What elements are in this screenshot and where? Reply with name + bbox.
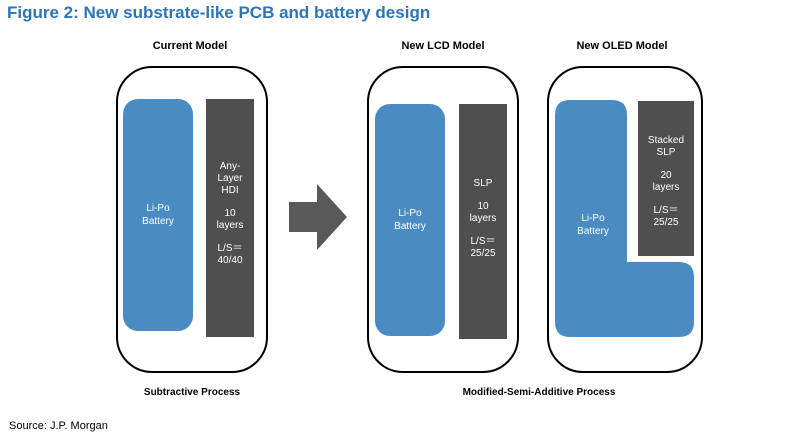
pcb-ls-value: 25/25 (653, 217, 679, 228)
pcb-type-line1: Stacked (647, 135, 685, 146)
oled-battery-label: Li-Po Battery (565, 212, 621, 238)
pcb-type-line2: SLP (656, 147, 676, 158)
pcb-layers-count: 10 (477, 201, 489, 212)
figure-title: Figure 2: New substrate-like PCB and bat… (7, 3, 431, 22)
pcb-type-line2: Layer (217, 173, 243, 184)
oled-model-pcb: Stacked SLP 20 layers L/S＝ 25/25 (638, 101, 694, 256)
current-model-label: Current Model (152, 40, 228, 52)
battery-label-line2: Battery (142, 216, 174, 227)
pcb-type-line1: Any- (219, 161, 241, 172)
lcd-model-pcb: SLP 10 layers L/S＝ 25/25 (459, 104, 507, 339)
pcb-ls-value: 25/25 (470, 248, 496, 259)
battery-label-line1: Li-Po (146, 203, 170, 214)
pcb-ls-value: 40/40 (217, 255, 243, 266)
pcb-layers-count: 20 (660, 170, 672, 181)
lcd-model-label: New LCD Model (401, 40, 485, 52)
source-note: Source: J.P. Morgan (9, 420, 108, 432)
subtractive-process-caption: Subtractive Process (143, 387, 241, 398)
current-model-battery: Li-Po Battery (123, 99, 193, 331)
pcb-ls-label: L/S＝ (217, 243, 243, 254)
pcb-layers-label: layers (652, 182, 680, 193)
pcb-layers-label: layers (469, 213, 497, 224)
battery-label-line2: Battery (577, 226, 609, 237)
pcb-type-line1: SLP (473, 178, 493, 189)
pcb-ls-label: L/S＝ (653, 205, 679, 216)
current-model-pcb: Any- Layer HDI 10 layers L/S＝ 40/40 (206, 99, 254, 337)
battery-label-line1: Li-Po (398, 208, 422, 219)
pcb-ls-label: L/S＝ (470, 236, 496, 247)
battery-label-line2: Battery (394, 221, 426, 232)
right-arrow-icon (289, 184, 347, 250)
oled-model-battery (555, 100, 694, 337)
battery-label-line1: Li-Po (581, 213, 605, 224)
oled-model-label: New OLED Model (576, 40, 668, 52)
lcd-model-battery: Li-Po Battery (375, 104, 445, 336)
pcb-layers-count: 10 (224, 208, 236, 219)
pcb-layers-label: layers (216, 220, 244, 231)
pcb-type-line3: HDI (221, 185, 239, 196)
msap-process-caption: Modified-Semi-Additive Process (462, 387, 616, 398)
